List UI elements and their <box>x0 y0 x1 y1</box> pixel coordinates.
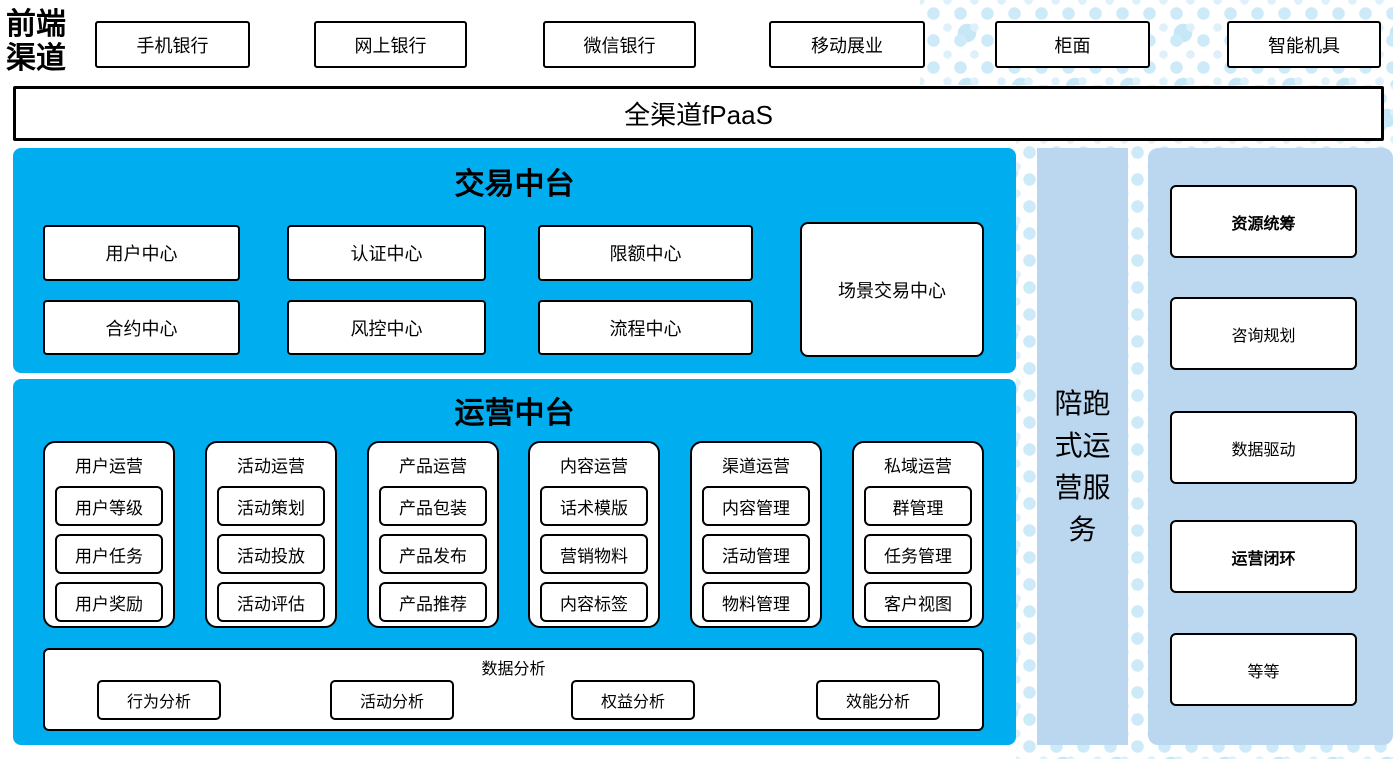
fpaas-bar: 全渠道fPaaS <box>13 86 1384 141</box>
box-user-center: 用户中心 <box>43 225 240 281</box>
group-item: 产品发布 <box>379 534 487 574</box>
group-item: 营销物料 <box>540 534 648 574</box>
transaction-platform-section: 交易中台 用户中心 认证中心 限额中心 场景交易中心 合约中心 风控中心 流程中… <box>13 148 1016 373</box>
box-auth-center: 认证中心 <box>287 225 486 281</box>
right-service-panel: 资源统筹 咨询规划 数据驱动 运营闭环 等等 <box>1148 148 1393 745</box>
accompanying-operation-service-bar: 陪跑式运营服务 <box>1037 148 1128 745</box>
group-item: 活动管理 <box>702 534 810 574</box>
group-title: 内容运营 <box>560 457 628 476</box>
group-item: 活动评估 <box>217 582 325 622</box>
box-scenario-transaction-center: 场景交易中心 <box>800 222 984 357</box>
group-activity-operation: 活动运营 活动策划 活动投放 活动评估 <box>205 441 337 628</box>
group-item: 话术模版 <box>540 486 648 526</box>
group-item: 用户等级 <box>55 486 163 526</box>
box-efficiency-analysis: 效能分析 <box>816 680 940 720</box>
group-item: 活动策划 <box>217 486 325 526</box>
box-contract-center: 合约中心 <box>43 300 240 355</box>
box-operation-closed-loop: 运营闭环 <box>1170 520 1357 593</box>
group-title: 私域运营 <box>884 457 952 476</box>
group-title: 产品运营 <box>399 457 467 476</box>
channel-box-online-banking: 网上银行 <box>314 21 467 68</box>
group-item: 活动投放 <box>217 534 325 574</box>
box-etc: 等等 <box>1170 633 1357 706</box>
group-product-operation: 产品运营 产品包装 产品发布 产品推荐 <box>367 441 499 628</box>
group-item: 任务管理 <box>864 534 972 574</box>
group-title: 渠道运营 <box>722 457 790 476</box>
group-title: 活动运营 <box>237 457 305 476</box>
group-item: 内容标签 <box>540 582 648 622</box>
box-consulting-planning: 咨询规划 <box>1170 297 1357 370</box>
box-risk-center: 风控中心 <box>287 300 486 355</box>
channel-box-wechat-banking: 微信银行 <box>543 21 696 68</box>
group-title: 用户运营 <box>75 457 143 476</box>
group-item: 内容管理 <box>702 486 810 526</box>
channel-box-counter: 柜面 <box>995 21 1150 68</box>
group-channel-operation: 渠道运营 内容管理 活动管理 物料管理 <box>690 441 822 628</box>
channel-box-mobile-banking: 手机银行 <box>95 21 250 68</box>
operation-platform-section: 运营中台 用户运营 用户等级 用户任务 用户奖励 活动运营 活动策划 活动投放 … <box>13 379 1016 745</box>
group-private-domain-operation: 私域运营 群管理 任务管理 客户视图 <box>852 441 984 628</box>
data-analysis-title: 数据分析 <box>481 661 546 678</box>
box-activity-analysis: 活动分析 <box>330 680 454 720</box>
group-item: 群管理 <box>864 486 972 526</box>
channel-box-smart-devices: 智能机具 <box>1227 21 1381 68</box>
group-item: 客户视图 <box>864 582 972 622</box>
transaction-platform-title: 交易中台 <box>454 168 575 201</box>
group-item: 产品包装 <box>379 486 487 526</box>
box-data-driven: 数据驱动 <box>1170 411 1357 484</box>
group-content-operation: 内容运营 话术模版 营销物料 内容标签 <box>528 441 660 628</box>
box-behavior-analysis: 行为分析 <box>97 680 221 720</box>
box-limit-center: 限额中心 <box>538 225 753 281</box>
channel-box-mobile-exhibition: 移动展业 <box>769 21 925 68</box>
front-channels-label: 前端渠道 <box>6 8 66 75</box>
group-item: 产品推荐 <box>379 582 487 622</box>
group-user-operation: 用户运营 用户等级 用户任务 用户奖励 <box>43 441 175 628</box>
group-item: 用户任务 <box>55 534 163 574</box>
group-item: 物料管理 <box>702 582 810 622</box>
accompanying-operation-service-label: 陪跑式运营服务 <box>1054 387 1111 545</box>
box-process-center: 流程中心 <box>538 300 753 355</box>
box-resource-coordination: 资源统筹 <box>1170 185 1357 258</box>
box-rights-analysis: 权益分析 <box>571 680 695 720</box>
group-item: 用户奖励 <box>55 582 163 622</box>
operation-platform-title: 运营中台 <box>454 397 575 430</box>
